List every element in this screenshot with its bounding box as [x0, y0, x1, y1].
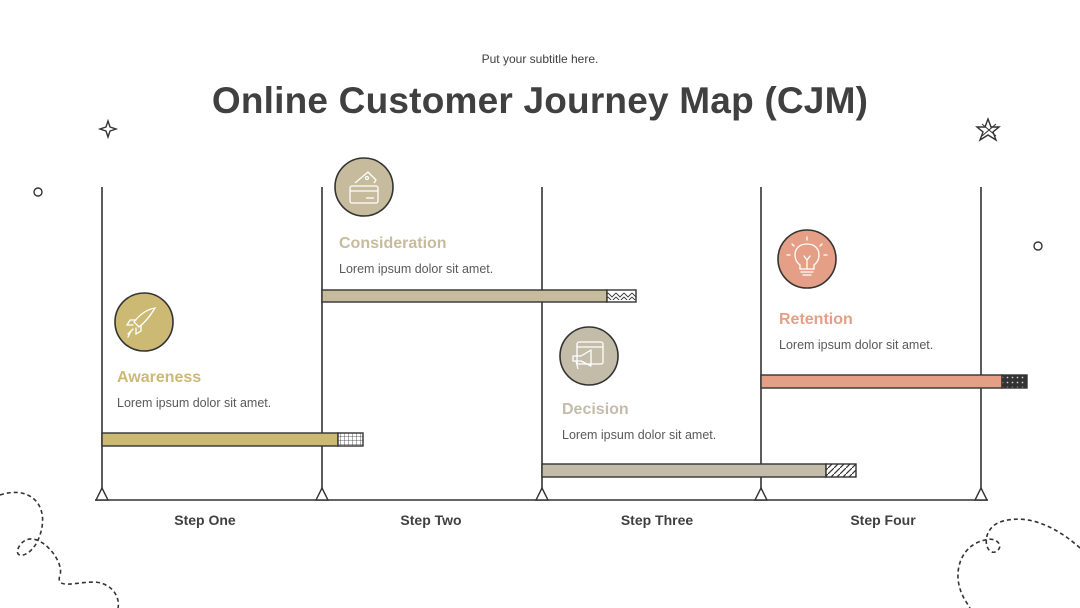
- awareness-bar: [101, 432, 339, 447]
- lightbulb-icon: [777, 229, 837, 289]
- dashed-swirl-bottom-right: [957, 518, 1080, 608]
- awareness-bar-end: [337, 432, 364, 447]
- timeline-marker-5: [973, 486, 989, 501]
- subtitle: Put your subtitle here.: [481, 52, 599, 66]
- timeline-marker-4: [753, 486, 769, 501]
- step-label-three: Step Three: [620, 512, 694, 528]
- decision-bar: [541, 463, 827, 478]
- retention-bar: [760, 374, 1003, 389]
- timeline-marker-2: [314, 486, 330, 501]
- step-label-one: Step One: [174, 512, 236, 528]
- consideration-bar: [321, 289, 608, 303]
- rocket-icon: [114, 292, 174, 352]
- star-doodle-icon-inner: [981, 123, 997, 137]
- step-label-two: Step Two: [400, 512, 462, 528]
- decision-bar-end: [825, 463, 857, 478]
- retention-bar-end: [1001, 374, 1028, 389]
- sparkle-icon: [97, 118, 119, 140]
- stage-description-decision: Lorem ipsum dolor sit amet.: [562, 428, 717, 442]
- stage-title-retention: Retention: [779, 311, 853, 328]
- stage-description-consideration: Lorem ipsum dolor sit amet.: [339, 262, 494, 276]
- dashed-swirl-bottom-left: [0, 491, 120, 608]
- dot-decoration-left: [33, 187, 43, 197]
- star-doodle-icon: [975, 117, 1001, 142]
- credit-card-icon: [334, 157, 394, 217]
- page-title: Online Customer Journey Map (CJM): [211, 80, 869, 121]
- stage-description-retention: Lorem ipsum dolor sit amet.: [779, 338, 934, 352]
- consideration-bar-end: [606, 289, 637, 303]
- stage-title-decision: Decision: [562, 401, 629, 418]
- megaphone-icon: [559, 326, 619, 386]
- timeline-marker-3: [534, 486, 550, 501]
- stage-title-consideration: Consideration: [339, 235, 447, 252]
- stage-title-awareness: Awareness: [117, 369, 202, 386]
- step-label-four: Step Four: [850, 512, 916, 528]
- stage-description-awareness: Lorem ipsum dolor sit amet.: [117, 396, 272, 410]
- timeline-marker-1: [94, 486, 110, 501]
- dot-decoration-right: [1033, 241, 1043, 251]
